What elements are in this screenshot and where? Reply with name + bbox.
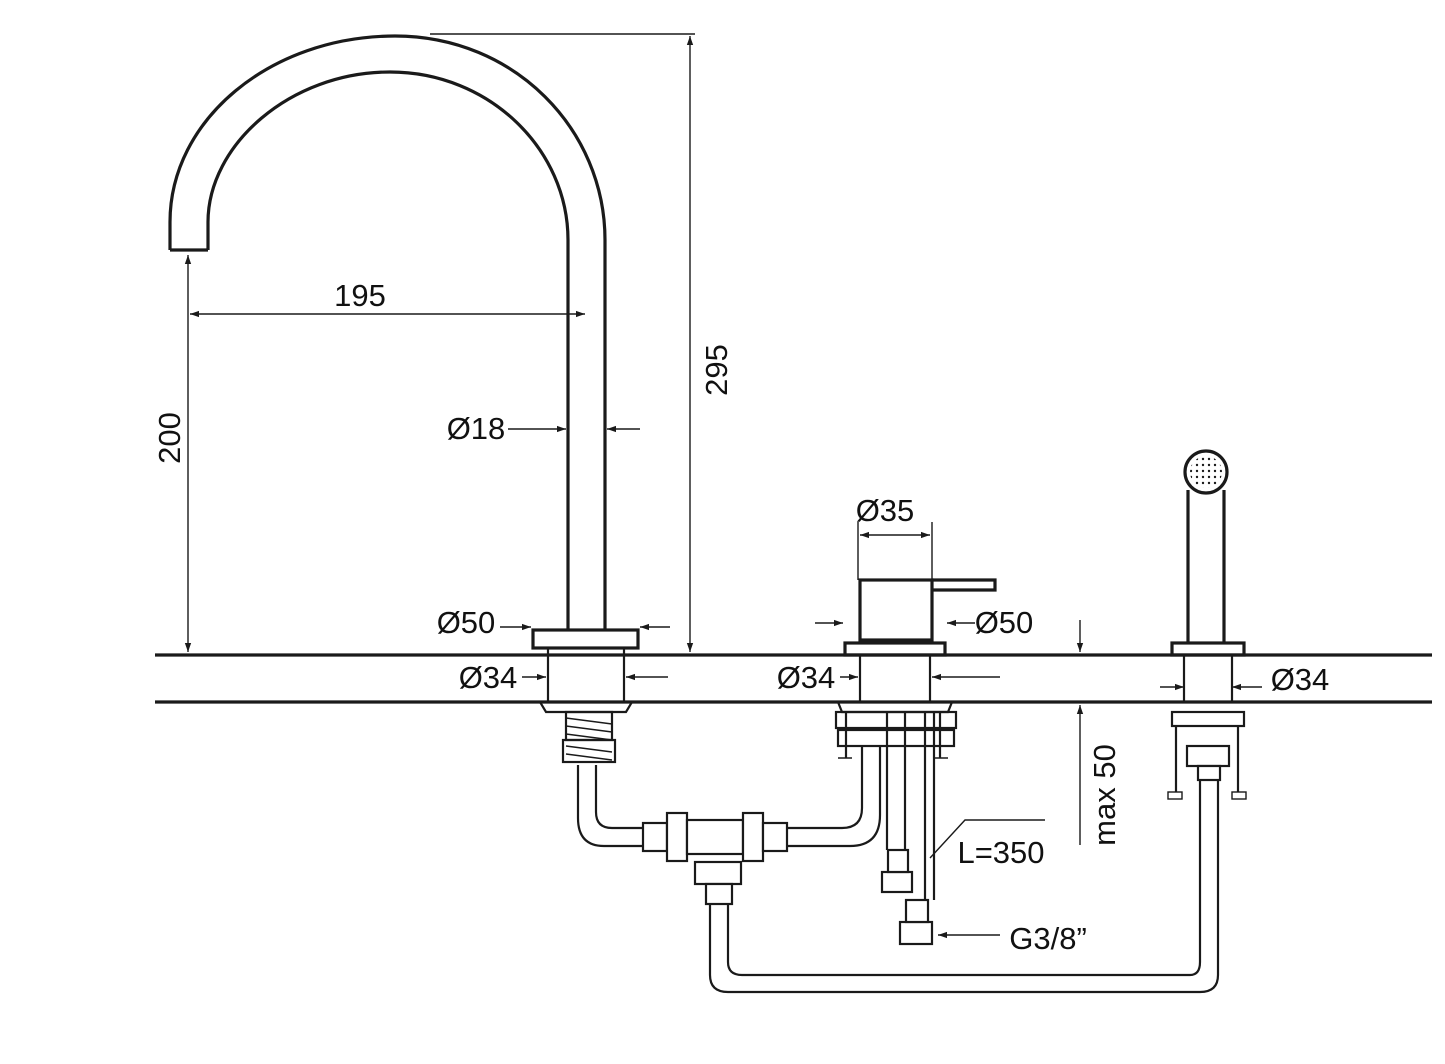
label-mixer-hole-diameter: Ø34 xyxy=(777,660,836,695)
hand-shower xyxy=(1167,449,1247,800)
spout xyxy=(168,34,640,764)
spout-dimensions xyxy=(184,33,695,681)
mixer xyxy=(834,578,997,900)
label-max-thickness: max 50 xyxy=(1087,744,1122,846)
label-shower-hole-diameter: Ø34 xyxy=(1271,662,1330,697)
leaders xyxy=(929,819,1045,939)
label-spout-base-diameter: Ø50 xyxy=(437,605,496,640)
labels: 195 200 295 Ø18 Ø50 Ø34 Ø35 Ø50 Ø34 Ø34 … xyxy=(152,278,1329,956)
label-spout-height: 200 xyxy=(152,412,187,464)
label-spout-reach: 195 xyxy=(334,278,386,313)
label-spout-hole-diameter: Ø34 xyxy=(459,660,518,695)
mixer-dimensions xyxy=(815,522,1000,681)
label-hose-length: L=350 xyxy=(957,835,1044,870)
shower-dimensions xyxy=(1076,620,1262,845)
label-mixer-base-diameter: Ø50 xyxy=(975,605,1034,640)
label-connection-thread: G3/8” xyxy=(1009,921,1087,956)
label-total-height: 295 xyxy=(699,344,734,396)
label-mixer-diameter: Ø35 xyxy=(856,493,915,528)
label-spout-diameter: Ø18 xyxy=(447,411,506,446)
hoses xyxy=(576,745,1222,994)
